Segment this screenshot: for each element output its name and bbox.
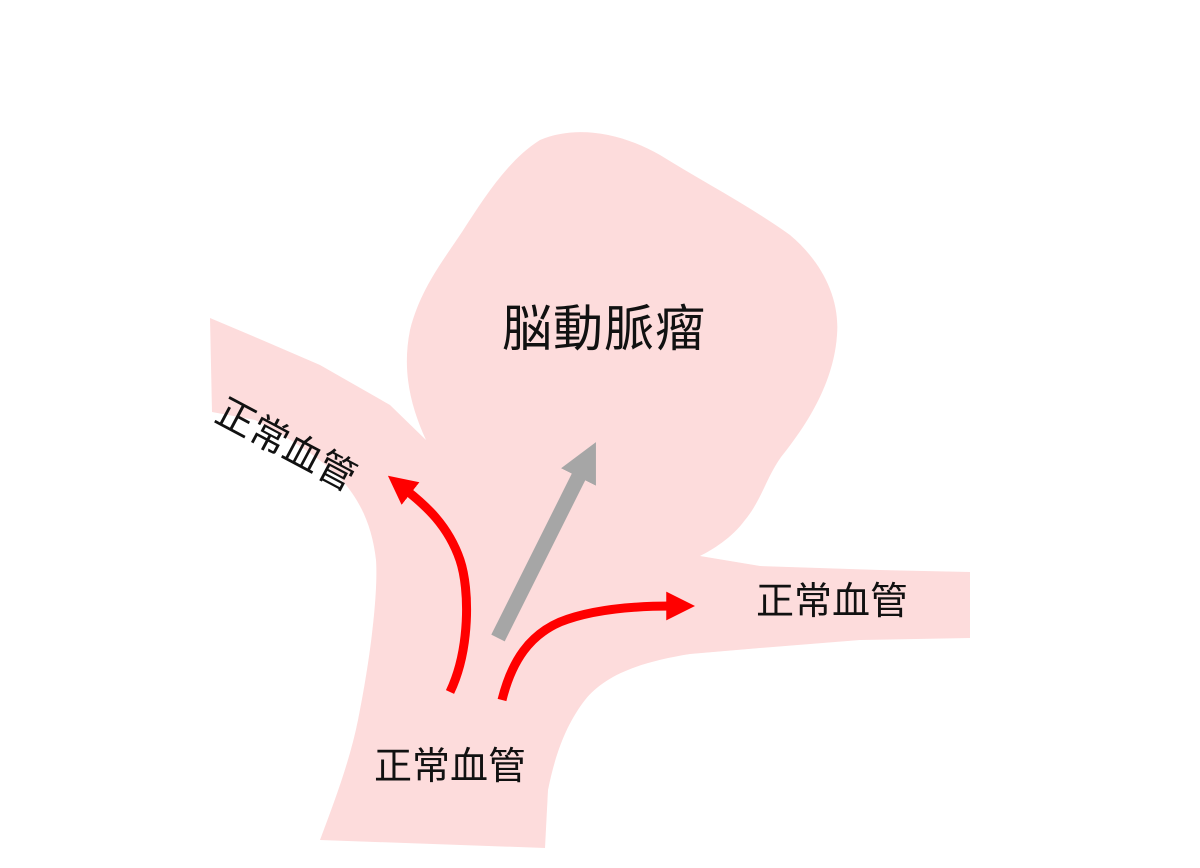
normal-vessel-label-bottom: 正常血管	[374, 744, 527, 788]
flow-arrow-right	[497, 591, 696, 702]
vessel-and-aneurysm-shape	[210, 132, 970, 849]
normal-vessel-label-right: 正常血管	[756, 579, 909, 623]
aneurysm-flow-arrow	[491, 442, 596, 642]
aneurysm-label: 脳動脈瘤	[502, 300, 706, 358]
flow-arrow-left	[387, 475, 472, 694]
